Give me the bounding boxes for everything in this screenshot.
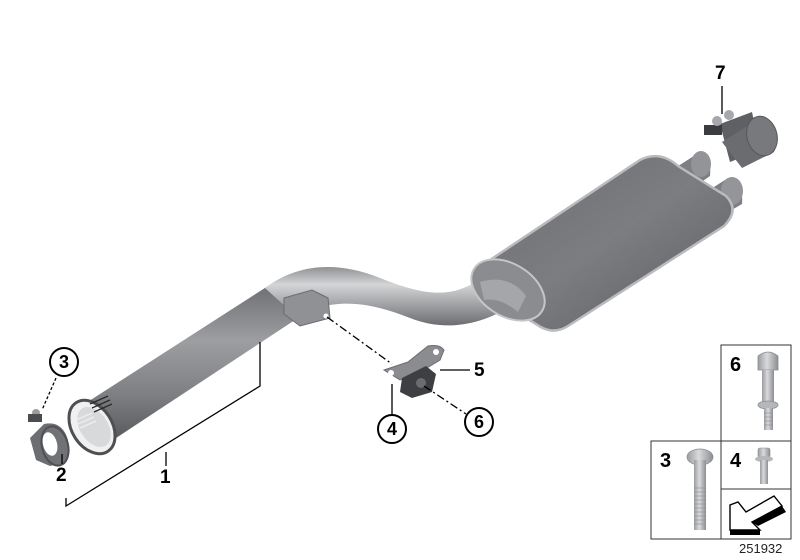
diagram-number: 251932 bbox=[739, 541, 783, 556]
callout-2-pipe-clamp[interactable]: 2 bbox=[56, 465, 67, 486]
inset-label-4: 4 bbox=[730, 450, 742, 472]
front-pipe bbox=[67, 267, 520, 456]
inset-label-6: 6 bbox=[730, 354, 742, 376]
pipe-clamp bbox=[28, 409, 70, 467]
leader-lines bbox=[41, 316, 470, 508]
direction-arrow-icon bbox=[729, 495, 786, 535]
flange-screw-illustration bbox=[755, 447, 773, 484]
stud-bolt-illustration bbox=[757, 351, 779, 430]
inset-label-3: 3 bbox=[660, 450, 672, 472]
inset-panel-3[interactable]: 3 bbox=[651, 441, 721, 539]
callout-6-stud-bolt[interactable]: 6 bbox=[464, 407, 494, 437]
callout-1-front-pipe[interactable]: 1 bbox=[160, 467, 171, 488]
rear-silencer bbox=[470, 151, 743, 332]
carriage-bolt-illustration bbox=[686, 448, 714, 530]
rubber-mount-bracket bbox=[382, 345, 445, 398]
inset-panel-6[interactable]: 6 bbox=[721, 345, 791, 441]
inset-panel-4[interactable]: 4 bbox=[721, 441, 791, 489]
inset-panels bbox=[650, 344, 792, 540]
callout-5-rubber-mount[interactable]: 5 bbox=[474, 360, 485, 381]
callout-4-bracket-screw[interactable]: 4 bbox=[377, 414, 407, 444]
callout-3-clamp-bolt[interactable]: 3 bbox=[49, 347, 79, 377]
tailpipe-clamp bbox=[704, 86, 778, 168]
callout-7-tailpipe-clamp[interactable]: 7 bbox=[715, 63, 726, 84]
